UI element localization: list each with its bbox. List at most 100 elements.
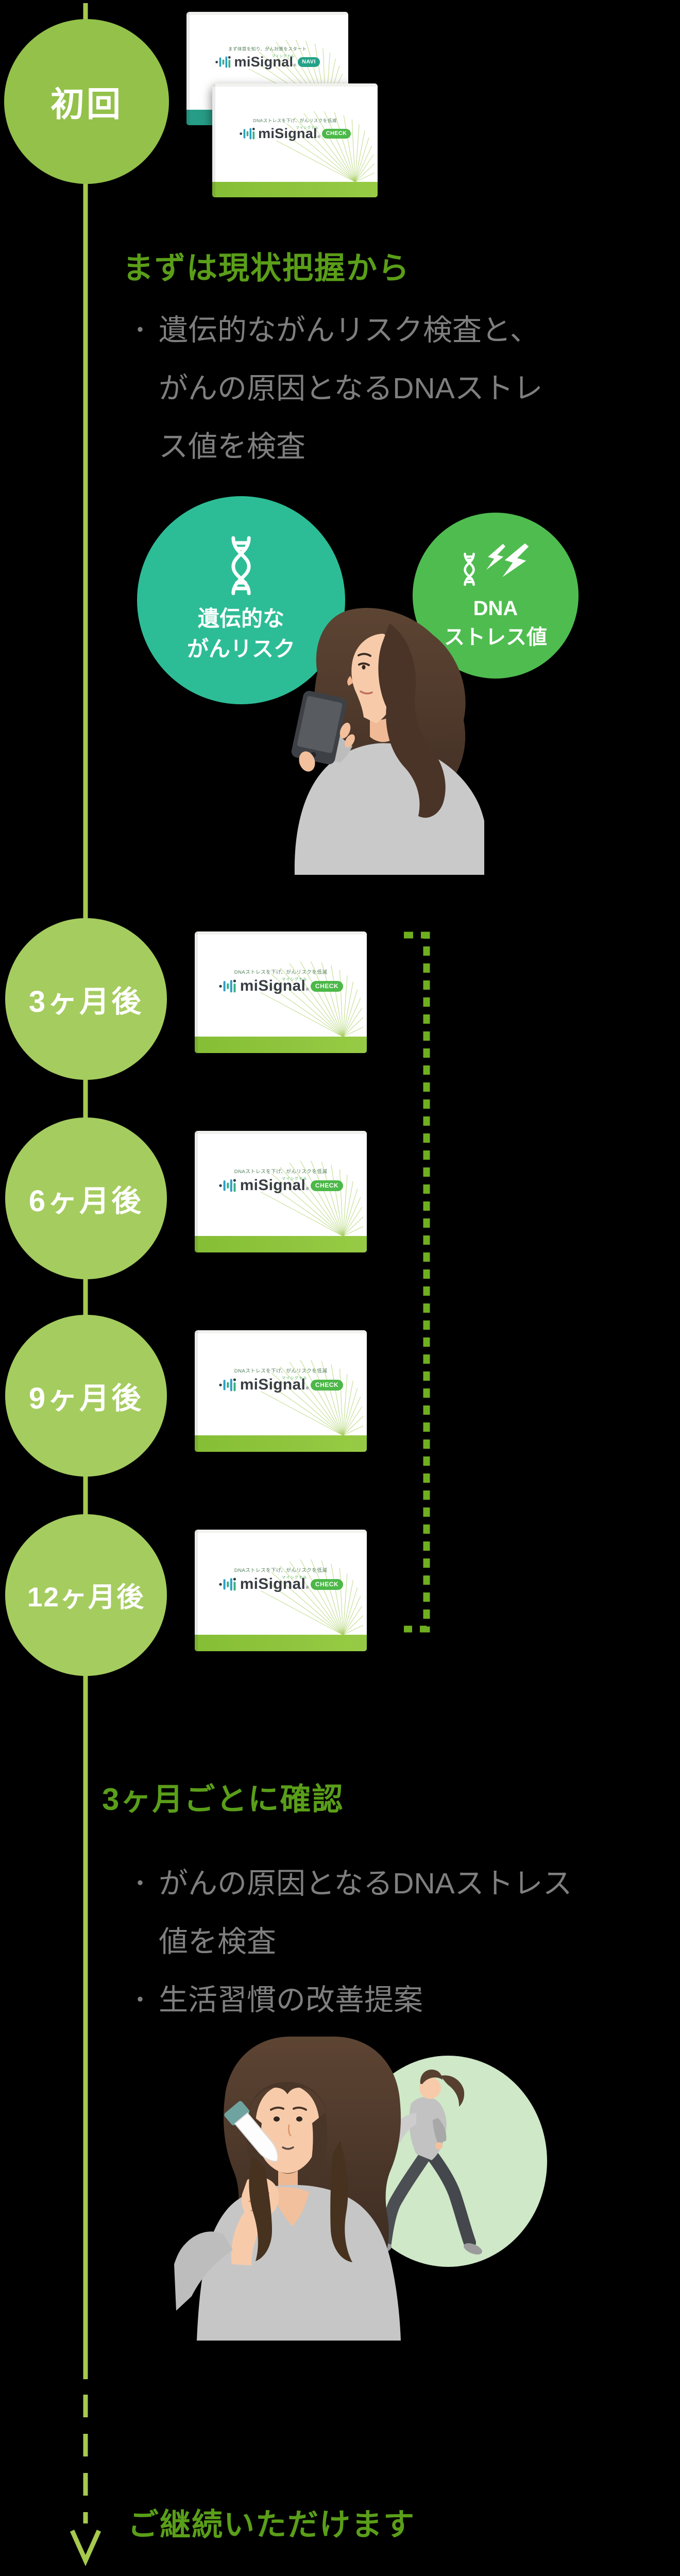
brand-name: miSignal <box>240 977 306 995</box>
eye <box>296 2116 302 2122</box>
timeline-node-label: 12ヶ月後 <box>27 1582 145 1613</box>
misignal-logo: マイシグナル miSignal ® CHECK <box>218 1575 343 1594</box>
soundwave-logo-icon <box>219 1578 236 1591</box>
footer-continue-text: ご継続いただけます <box>128 2507 415 2542</box>
timeline-node-3months: 3ヶ月後 <box>5 918 167 1080</box>
box-lid <box>195 931 367 935</box>
fan-lines-decoration <box>261 1360 364 1436</box>
product-badge: CHECK <box>310 1379 343 1391</box>
product-badge: NAVI <box>298 57 320 67</box>
product-badge: CHECK <box>310 1579 343 1590</box>
eye <box>274 2116 280 2122</box>
registered-mark: ® <box>293 63 296 67</box>
box-color-strip <box>195 1236 367 1252</box>
bullet-list-quarterly-check: ・ がんの原因となるDNAストレス 値を検査 ・ 生活習慣の改善提案 <box>129 1855 572 2029</box>
fan-lines-decoration <box>261 1160 364 1236</box>
registered-mark: ® <box>305 1386 309 1391</box>
timeline-node-label: 3ヶ月後 <box>28 985 144 1019</box>
hair-front-lock <box>249 2156 272 2261</box>
arrow-down-icon <box>70 2530 101 2567</box>
lightning-bolts-icon <box>486 543 529 578</box>
product-badge: CHECK <box>310 980 343 992</box>
section-heading-quarterly-check: 3ヶ月ごとに確認 <box>102 1782 344 1817</box>
box-color-strip <box>195 1037 367 1053</box>
box-tagline: DNAストレスを下げ、がんリスクを低減 <box>234 1567 328 1573</box>
brand-name: miSignal <box>258 126 317 142</box>
eyebrow <box>270 2106 284 2111</box>
hair-front-lock <box>378 623 446 818</box>
box-side-edge <box>195 1530 198 1651</box>
box-lid <box>212 83 378 87</box>
registered-mark: ® <box>305 987 309 992</box>
bullet-line: がんの原因となるDNAストレ <box>159 372 543 405</box>
box-color-strip <box>195 1435 367 1452</box>
box-side-edge <box>186 12 190 125</box>
brand-name: miSignal <box>240 1376 306 1394</box>
soundwave-logo-icon <box>239 128 255 140</box>
repeat-period-bracket <box>404 931 430 1633</box>
brand-kana: マイシグナル <box>281 976 308 981</box>
neck <box>278 2171 298 2189</box>
shoe <box>464 2243 482 2255</box>
hand <box>299 751 315 772</box>
bullet-line: ス値を検査 <box>159 430 305 463</box>
product-badge: CHECK <box>310 1180 343 1191</box>
misignal-logo: マイシグナル miSignal ® NAVI <box>215 54 320 70</box>
product-box-misignal-check: DNAストレスを下げ、がんリスクを低減 マイシグナル miSignal ® CH… <box>212 83 378 197</box>
sleeve-cuff <box>174 2231 233 2311</box>
woman-holding-test-tube-illustration <box>174 2037 401 2341</box>
bullet-list-first-check: ・ 遺伝的ながんリスク検査と、 がんの原因となるDNAストレ ス値を検査 <box>129 301 543 476</box>
box-tagline: DNAストレスを下げ、がんリスクを低減 <box>234 969 328 975</box>
bullet-dot: ・ <box>129 1871 151 1896</box>
fan-lines-decoration <box>261 961 364 1037</box>
box-lid <box>195 1330 367 1333</box>
box-tagline: DNAストレスを下げ、がんリスクを低減 <box>234 1368 328 1374</box>
box-color-strip <box>195 1635 367 1651</box>
box-tagline: まず体質を知り、がん対策をスタート <box>228 46 307 52</box>
box-color-strip <box>212 182 378 197</box>
eyebrow <box>358 653 371 657</box>
hair-fringe <box>247 2082 328 2115</box>
list-item: ・ がんの原因となるDNAストレス 値を検査 <box>129 1855 572 1971</box>
registered-mark: ® <box>305 1585 309 1590</box>
brand-name: miSignal <box>240 1575 306 1593</box>
registered-mark: ® <box>305 1187 309 1192</box>
timeline-node-9months: 9ヶ月後 <box>5 1315 167 1477</box>
timeline-node-6months: 6ヶ月後 <box>5 1117 167 1279</box>
misignal-logo: マイシグナル miSignal ® CHECK <box>218 977 343 995</box>
hand <box>435 2142 443 2149</box>
bullet-line: 値を検査 <box>159 1925 276 1958</box>
box-tagline: DNAストレスを下げ、がんリスクを低減 <box>234 1168 328 1175</box>
list-item: ・ 遺伝的ながんリスク検査と、 がんの原因となるDNAストレ ス値を検査 <box>129 301 543 476</box>
list-item: ・ 生活習慣の改善提案 <box>129 1971 572 2029</box>
head <box>419 2077 441 2099</box>
eyebrow <box>293 2106 307 2111</box>
box-side-edge <box>195 931 198 1053</box>
lifestyle-improvement-illustration <box>174 2037 547 2341</box>
fan-lines-decoration <box>261 1559 364 1635</box>
dna-stress-icon <box>457 539 534 588</box>
brand-kana: マイシグナル <box>281 1574 308 1580</box>
hand-fingers <box>345 734 355 748</box>
product-badge: CHECK <box>321 129 351 139</box>
section-heading-first-check: まずは現状把握から <box>123 251 410 285</box>
face <box>255 2085 320 2173</box>
box-lid <box>195 1131 367 1134</box>
misignal-logo: マイシグナル miSignal ® CHECK <box>218 1376 343 1394</box>
nose <box>347 676 353 686</box>
hair <box>420 2070 443 2084</box>
mouth <box>282 2146 294 2150</box>
soundwave-logo-icon <box>215 56 231 68</box>
fan-lines-decoration <box>276 111 375 182</box>
box-side-edge <box>195 1131 198 1252</box>
timeline-node-first: 初回 <box>4 19 169 184</box>
soundwave-logo-icon <box>219 1378 236 1392</box>
pupil <box>362 665 366 670</box>
test-tube <box>224 2101 279 2162</box>
woman-browsing-smartphone-illustration <box>291 607 484 875</box>
mouth <box>360 690 373 694</box>
soundwave-logo-icon <box>219 1179 236 1192</box>
feature-label-line: ストレス値 <box>444 626 547 649</box>
hand-fingers <box>339 722 351 739</box>
dna-icon <box>464 552 475 586</box>
